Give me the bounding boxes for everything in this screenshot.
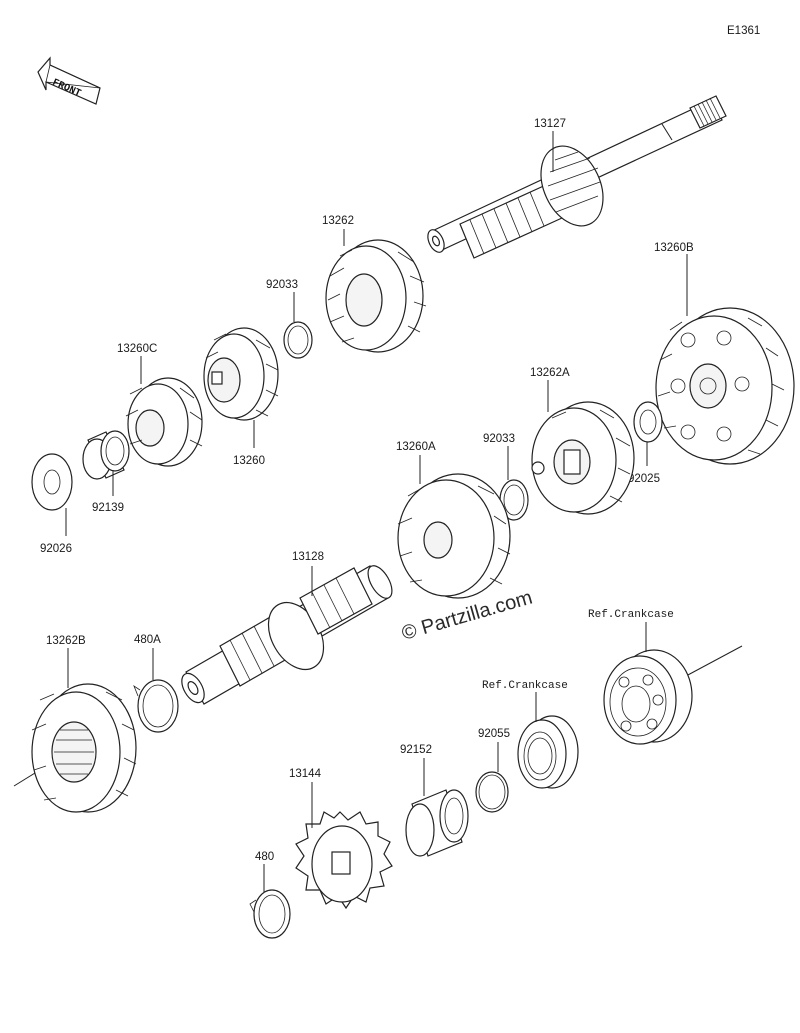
o-ring-92055[interactable] [475, 771, 509, 813]
label-13260b: 13260B [654, 242, 694, 254]
gear-13262b[interactable] [13, 683, 137, 813]
label-480a: 480A [134, 634, 161, 646]
label-13260c: 13260C [117, 343, 157, 355]
front-arrow-icon: FRONT [37, 56, 101, 105]
gear-13262[interactable] [325, 239, 427, 353]
label-13262: 13262 [322, 215, 354, 227]
ref-crankcase-upper: Ref.Crankcase [588, 609, 674, 621]
label-13260: 13260 [233, 455, 265, 467]
label-92025: 92025 [628, 473, 660, 485]
gear-13260[interactable] [203, 327, 279, 421]
label-13262b: 13262B [46, 635, 86, 647]
circlip-480[interactable] [249, 889, 291, 939]
label-92033-upper: 92033 [266, 279, 298, 291]
gear-13262a[interactable] [531, 401, 635, 515]
shaft-13127[interactable] [425, 95, 727, 259]
gear-13260b[interactable] [655, 307, 795, 465]
label-92033-lower: 92033 [483, 433, 515, 445]
bearing-crankcase[interactable] [603, 645, 743, 745]
washer-92026[interactable] [31, 453, 73, 511]
shaft-13128[interactable] [177, 562, 397, 706]
sprocket-13144[interactable] [295, 811, 393, 910]
ref-crankcase-lower: Ref.Crankcase [482, 680, 568, 692]
oil-seal-crankcase[interactable] [517, 715, 579, 789]
label-92026: 92026 [40, 543, 72, 555]
label-92139: 92139 [92, 502, 124, 514]
washer-92025[interactable] [633, 401, 663, 443]
circlip-480a[interactable] [133, 679, 179, 733]
label-13262a: 13262A [530, 367, 570, 379]
label-480: 480 [255, 851, 274, 863]
label-13127: 13127 [534, 118, 566, 130]
diagram-code: E1361 [727, 25, 760, 37]
bushing-92139[interactable] [82, 430, 130, 480]
label-92055: 92055 [478, 728, 510, 740]
label-92152: 92152 [400, 744, 432, 756]
gear-13260c[interactable] [125, 377, 203, 467]
label-13144: 13144 [289, 768, 322, 780]
gear-13260a[interactable] [397, 473, 511, 599]
collar-92152[interactable] [405, 789, 469, 857]
label-13128: 13128 [292, 551, 324, 563]
circlip-92033-upper[interactable] [283, 321, 313, 359]
label-13260a: 13260A [396, 441, 436, 453]
